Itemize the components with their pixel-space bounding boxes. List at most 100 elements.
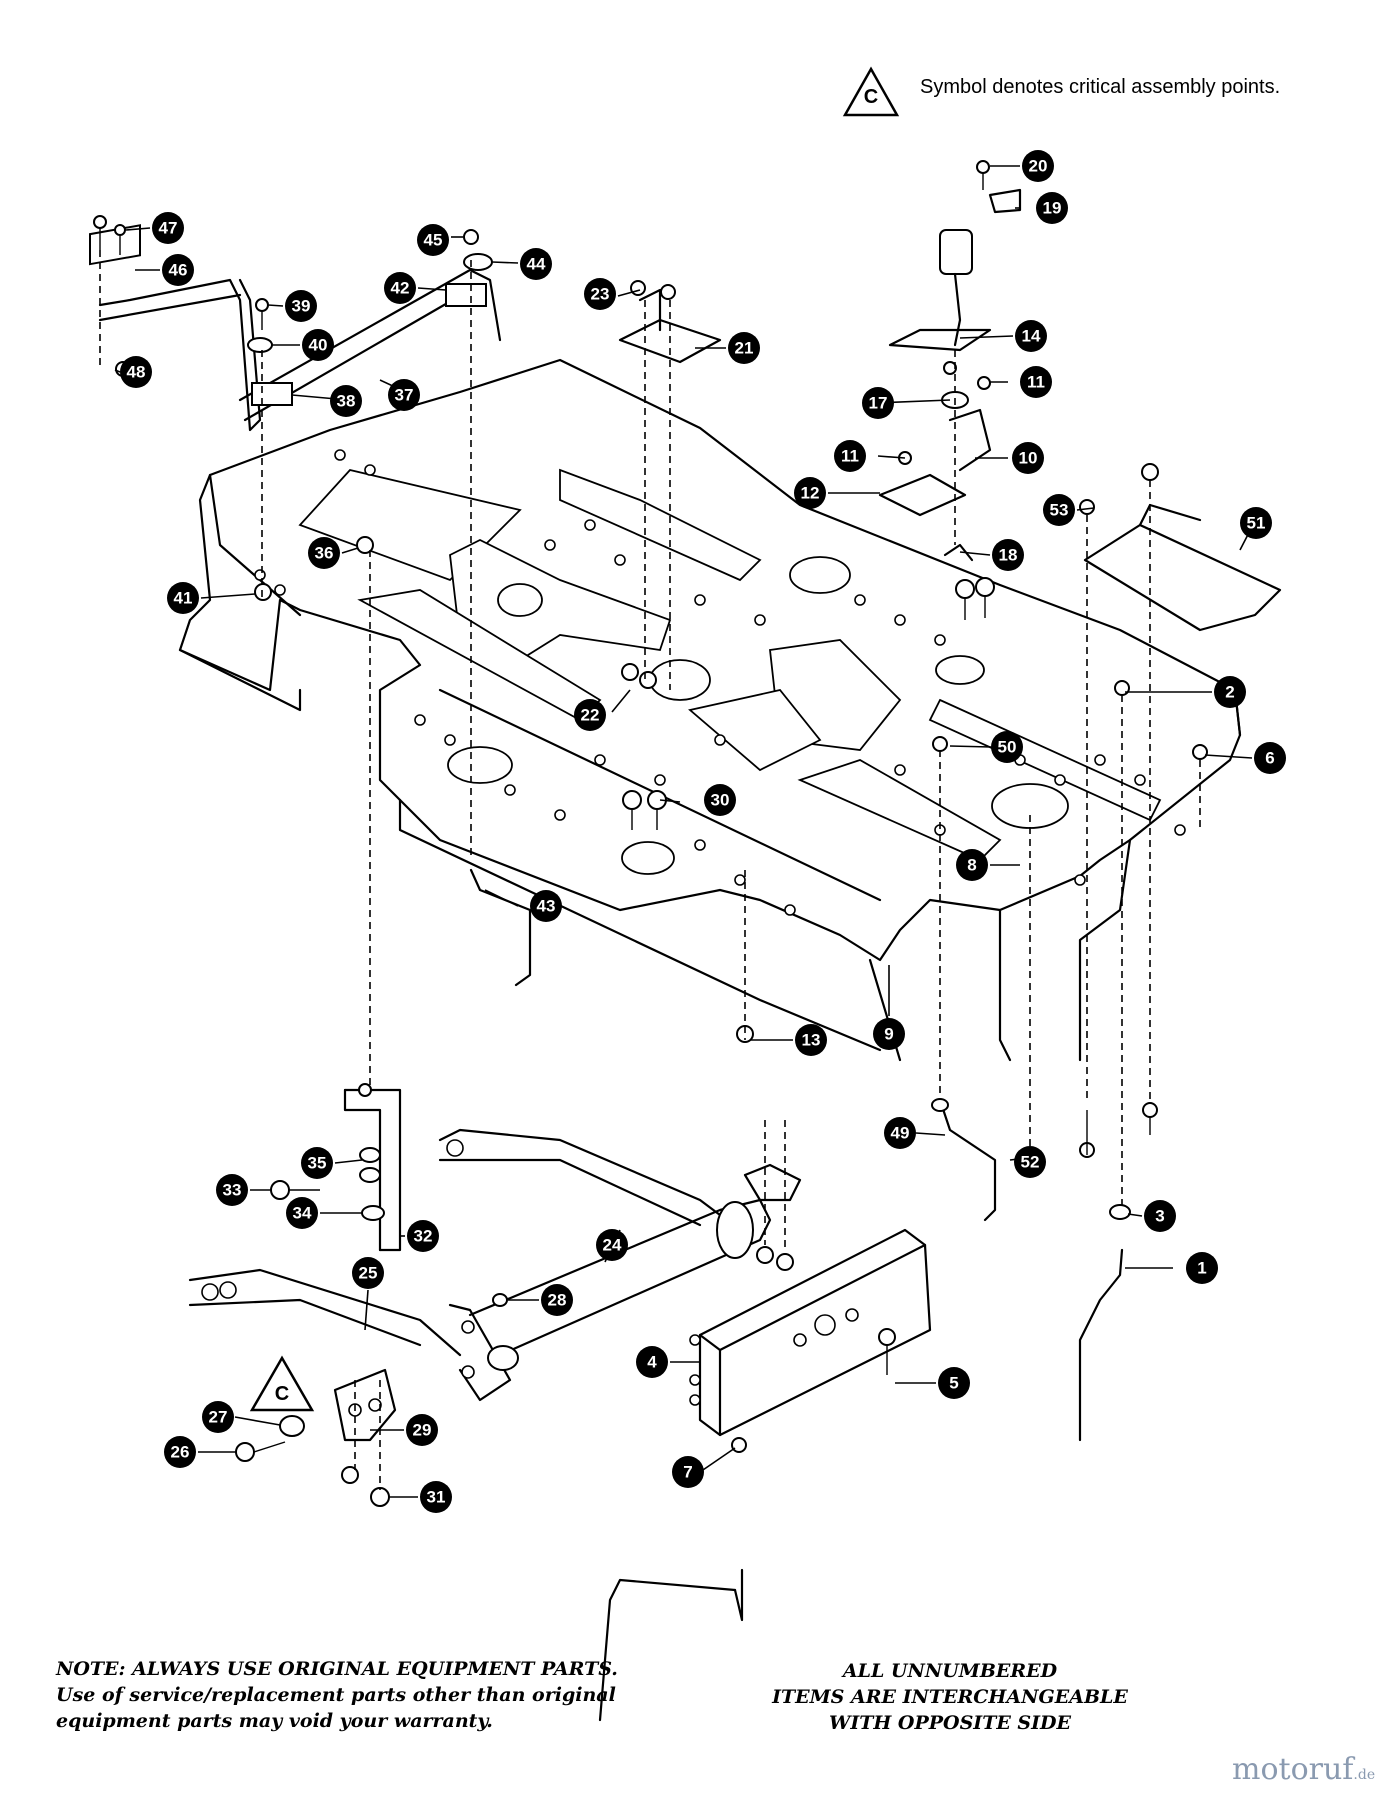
svg-text:18: 18 [999,546,1018,565]
callout-35[interactable]: 35 [301,1147,333,1179]
svg-text:19: 19 [1043,199,1062,218]
callout-22[interactable]: 22 [574,699,606,731]
callout-9[interactable]: 9 [873,1018,905,1050]
callout-4[interactable]: 4 [636,1346,668,1378]
watermark: motoruf.de [1232,1752,1375,1787]
svg-text:53: 53 [1050,501,1069,520]
callout-43[interactable]: 43 [530,890,562,922]
svg-text:44: 44 [527,255,546,274]
critical-triangle-icon: C [842,66,900,117]
svg-text:27: 27 [209,1408,228,1427]
callout-14[interactable]: 14 [1015,320,1047,352]
callout-17[interactable]: 17 [862,387,894,419]
callout-25[interactable]: 25 [352,1257,384,1289]
callout-2[interactable]: 2 [1214,676,1246,708]
svg-text:22: 22 [581,706,600,725]
svg-text:24: 24 [603,1236,622,1255]
callout-52[interactable]: 52 [1014,1146,1046,1178]
assembly-lines [99,250,1201,1210]
callout-24[interactable]: 24 [596,1229,628,1261]
svg-text:21: 21 [735,339,754,358]
svg-text:26: 26 [171,1443,190,1462]
callout-41[interactable]: 41 [167,582,199,614]
note-title: NOTE: ALWAYS USE ORIGINAL EQUIPMENT PART… [56,1658,618,1680]
svg-text:14: 14 [1022,327,1041,346]
callout-11-upper[interactable]: 11 [1020,366,1052,398]
unnumbered-line-1: ALL UNNUMBERED [842,1660,1058,1682]
callout-37[interactable]: 37 [388,379,420,411]
callout-1[interactable]: 1 [1186,1252,1218,1284]
svg-text:3: 3 [1155,1207,1164,1226]
callout-33[interactable]: 33 [216,1174,248,1206]
callout-49[interactable]: 49 [884,1117,916,1149]
svg-text:52: 52 [1021,1153,1040,1172]
callout-21[interactable]: 21 [728,332,760,364]
svg-text:41: 41 [174,589,193,608]
svg-text:46: 46 [169,261,188,280]
callout-36[interactable]: 36 [308,537,340,569]
callouts: 1 2 3 4 5 6 7 8 9 10 11 11 12 13 14 17 1… [120,150,1286,1513]
callout-31[interactable]: 31 [420,1481,452,1513]
callout-28[interactable]: 28 [541,1284,573,1316]
callout-45[interactable]: 45 [417,224,449,256]
callout-7[interactable]: 7 [672,1456,704,1488]
callout-38[interactable]: 38 [330,385,362,417]
original-parts-note: NOTE: ALWAYS USE ORIGINAL EQUIPMENT PART… [56,1656,656,1734]
svg-text:35: 35 [308,1154,327,1173]
svg-text:36: 36 [315,544,334,563]
svg-text:31: 31 [427,1488,446,1507]
callout-11-lower[interactable]: 11 [834,440,866,472]
svg-text:34: 34 [293,1204,312,1223]
callout-32[interactable]: 32 [407,1220,439,1252]
callout-51[interactable]: 51 [1240,507,1272,539]
svg-text:32: 32 [414,1227,433,1246]
watermark-brand: motoruf [1232,1752,1354,1787]
svg-text:17: 17 [869,394,888,413]
svg-text:39: 39 [292,297,311,316]
frame-holes [254,449,1186,916]
callout-46[interactable]: 46 [162,254,194,286]
callout-44[interactable]: 44 [520,248,552,280]
svg-text:2: 2 [1225,683,1234,702]
svg-text:38: 38 [337,392,356,411]
callout-27[interactable]: 27 [202,1401,234,1433]
callout-34[interactable]: 34 [286,1197,318,1229]
svg-text:23: 23 [591,285,610,304]
callout-5[interactable]: 5 [938,1367,970,1399]
svg-text:11: 11 [1027,373,1045,392]
svg-text:28: 28 [548,1291,567,1310]
svg-text:48: 48 [127,363,146,382]
callout-47[interactable]: 47 [152,212,184,244]
svg-text:25: 25 [359,1264,378,1283]
note-body: Use of service/replacement parts other t… [56,1684,616,1732]
svg-text:43: 43 [537,897,556,916]
callout-30[interactable]: 30 [704,784,736,816]
callout-8[interactable]: 8 [956,849,988,881]
callout-42[interactable]: 42 [384,272,416,304]
callout-13[interactable]: 13 [795,1024,827,1056]
callout-48[interactable]: 48 [120,356,152,388]
callout-50[interactable]: 50 [991,731,1023,763]
callout-18[interactable]: 18 [992,539,1024,571]
svg-text:50: 50 [998,738,1017,757]
callout-40[interactable]: 40 [302,329,334,361]
callout-26[interactable]: 26 [164,1436,196,1468]
svg-text:49: 49 [891,1124,910,1143]
callout-6[interactable]: 6 [1254,742,1286,774]
frame-assembly-drawing: C [89,150,1286,1722]
svg-text:45: 45 [424,231,443,250]
callout-10[interactable]: 10 [1012,442,1044,474]
callout-19[interactable]: 19 [1036,192,1068,224]
callout-3[interactable]: 3 [1144,1200,1176,1232]
callout-20[interactable]: 20 [1022,150,1054,182]
leader-lines [114,165,1256,1498]
callout-53[interactable]: 53 [1043,494,1075,526]
legend-symbol-letter: C [864,86,878,108]
callout-39[interactable]: 39 [285,290,317,322]
svg-text:29: 29 [413,1421,432,1440]
callout-29[interactable]: 29 [406,1414,438,1446]
watermark-suffix: .de [1353,1767,1376,1783]
critical-point-marker: C [249,1355,315,1412]
callout-12[interactable]: 12 [794,477,826,509]
callout-23[interactable]: 23 [584,278,616,310]
